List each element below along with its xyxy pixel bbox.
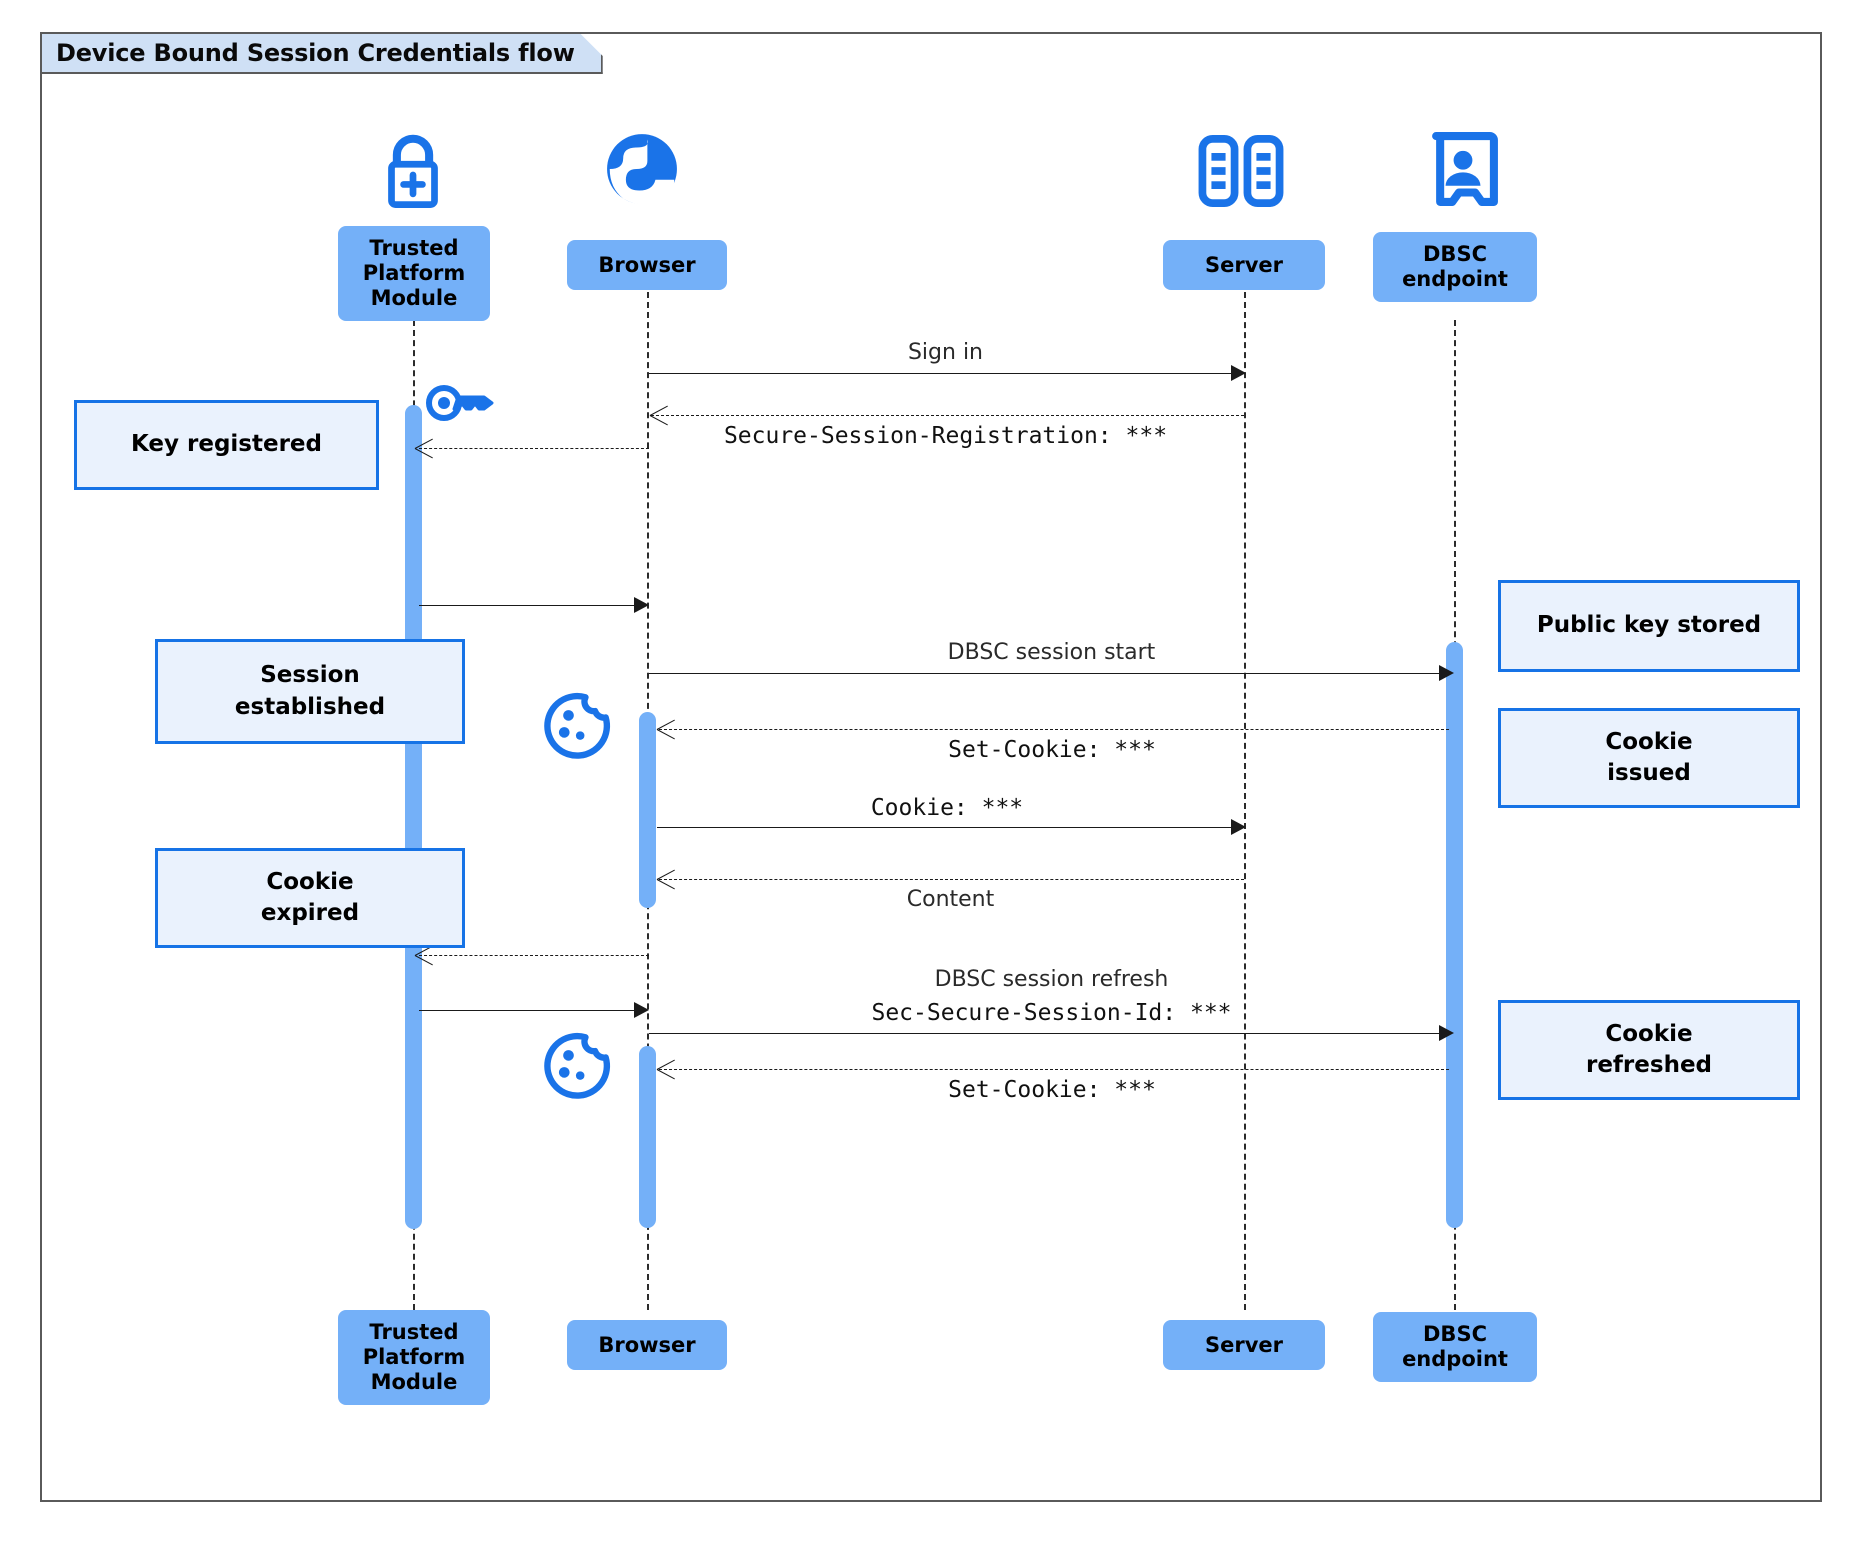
message-line-sec-secure-session-id (649, 1033, 1439, 1034)
message-line-set-cookie-2 (659, 1069, 1449, 1070)
message-line-secure-session-registration (651, 415, 1244, 416)
message-label-sign-in: Sign in (907, 340, 984, 365)
note-cookie-issued: Cookie issued (1498, 708, 1800, 808)
message-line-dbsc-session-refresh (419, 1010, 634, 1011)
note-text: Cookie issued (1605, 728, 1693, 786)
message-line-key-register-request (419, 448, 649, 449)
participant-server-top[interactable]: Server (1163, 240, 1325, 290)
arrowhead-left-open (650, 405, 670, 425)
arrowhead-right (634, 1002, 649, 1018)
arrowhead-left-open (415, 945, 435, 965)
message-label-set-cookie-2: Set-Cookie: *** (948, 1077, 1156, 1103)
note-cookie-refreshed: Cookie refreshed (1498, 1000, 1800, 1100)
note-text: Public key stored (1536, 612, 1762, 639)
message-label-dbsc-session-start: DBSC session start (947, 640, 1156, 665)
note-cookie-expired: Cookie expired (155, 848, 465, 948)
frame-title-tab: Device Bound Session Credentials flow (42, 34, 603, 74)
note-text: Session established (234, 662, 386, 720)
participant-label: Server (1204, 252, 1283, 277)
participant-server-bottom[interactable]: Server (1163, 1320, 1325, 1370)
arrowhead-left-open (657, 869, 677, 889)
message-label-set-cookie-1: Set-Cookie: *** (948, 737, 1156, 763)
arrowhead-right (1439, 665, 1454, 681)
arrowhead-right (1439, 1025, 1454, 1041)
activation-bar-tpm (405, 405, 422, 1229)
message-line-set-cookie-1 (659, 729, 1449, 730)
key-icon (424, 378, 496, 433)
arrowhead-right (1231, 365, 1246, 381)
lock-plus-icon (370, 128, 456, 219)
activation-bar-browser-2 (639, 1046, 656, 1228)
participant-dbsc-top[interactable]: DBSC endpoint (1373, 232, 1537, 302)
participant-tpm-bottom[interactable]: Trusted Platform Module (338, 1310, 490, 1405)
server-racks-icon (1196, 128, 1286, 219)
note-text: Cookie expired (260, 868, 360, 926)
frame-title-label: Device Bound Session Credentials flow (56, 39, 575, 67)
activation-bar-dbsc (1446, 642, 1463, 1228)
message-line-content (659, 879, 1244, 880)
note-session-established: Session established (155, 639, 465, 744)
participant-label: DBSC endpoint (1402, 242, 1508, 291)
participant-dbsc-bottom[interactable]: DBSC endpoint (1373, 1312, 1537, 1382)
note-text: Cookie refreshed (1585, 1020, 1713, 1078)
arrowhead-left-open (657, 1059, 677, 1079)
participant-label: Browser (598, 252, 696, 277)
arrowhead-right (1231, 819, 1246, 835)
message-line-key-register-response (419, 605, 634, 606)
lifeline-server (1244, 282, 1246, 1310)
participant-label: Server (1204, 1332, 1283, 1357)
message-label-cookie: Cookie: *** (870, 795, 1024, 821)
participant-tpm-top[interactable]: Trusted Platform Module (338, 226, 490, 321)
arrowhead-right (634, 597, 649, 613)
message-label-secure-session-registration: Secure-Session-Registration: *** (723, 423, 1168, 449)
diagram-frame (40, 32, 1822, 1502)
message-label-sec-secure-session-id: Sec-Secure-Session-Id: *** (871, 1000, 1232, 1026)
message-line-cookie (657, 827, 1231, 828)
note-key-registered: Key registered (74, 400, 379, 490)
participant-label: Browser (598, 1332, 696, 1357)
activation-bar-browser-1 (639, 712, 656, 908)
message-line-dbsc-session-start (649, 673, 1439, 674)
participant-label: Trusted Platform Module (362, 236, 466, 310)
participant-browser-top[interactable]: Browser (567, 240, 727, 290)
message-line-sign-in (649, 373, 1231, 374)
arrowhead-left-open (657, 719, 677, 739)
participant-label: DBSC endpoint (1402, 1322, 1508, 1371)
cookie-icon (543, 1032, 611, 1105)
note-public-key-stored: Public key stored (1498, 580, 1800, 672)
note-text: Key registered (131, 431, 322, 458)
globe-icon (599, 126, 685, 217)
participant-label: Trusted Platform Module (362, 1320, 466, 1394)
message-label-dbsc-session-refresh: DBSC session refresh (934, 967, 1169, 992)
message-label-content: Content (906, 887, 995, 912)
arrowhead-left-open (415, 438, 435, 458)
cookie-icon (543, 692, 611, 765)
id-card-icon (1424, 128, 1502, 219)
participant-browser-bottom[interactable]: Browser (567, 1320, 727, 1370)
message-line-cookie-expired-notify (419, 955, 649, 956)
